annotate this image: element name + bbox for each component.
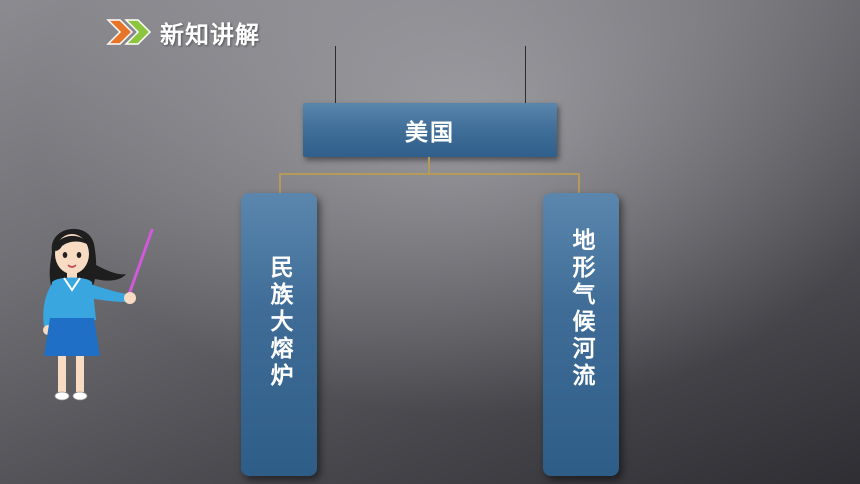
section-title: 新知讲解 <box>160 20 260 49</box>
hanging-wire-right <box>525 46 526 106</box>
subtopic-label: 民族大熔炉 <box>266 255 292 390</box>
subtopic-card-geography: 地形气候河流 <box>543 193 619 476</box>
subtopic-label: 地形气候河流 <box>568 228 594 390</box>
connector-right-drop <box>578 173 580 193</box>
connector-horizontal <box>279 173 580 175</box>
topic-board: 美国 <box>303 103 557 157</box>
connector-stem <box>428 157 430 174</box>
subtopic-card-ethnic: 民族大熔炉 <box>241 193 317 476</box>
double-chevron-icon <box>106 19 152 45</box>
hanging-wire-left <box>335 46 336 106</box>
topic-label: 美国 <box>405 120 455 146</box>
section-header: 新知讲解 <box>106 14 260 50</box>
connector-left-drop <box>279 173 281 193</box>
teacher-illustration <box>43 228 154 401</box>
